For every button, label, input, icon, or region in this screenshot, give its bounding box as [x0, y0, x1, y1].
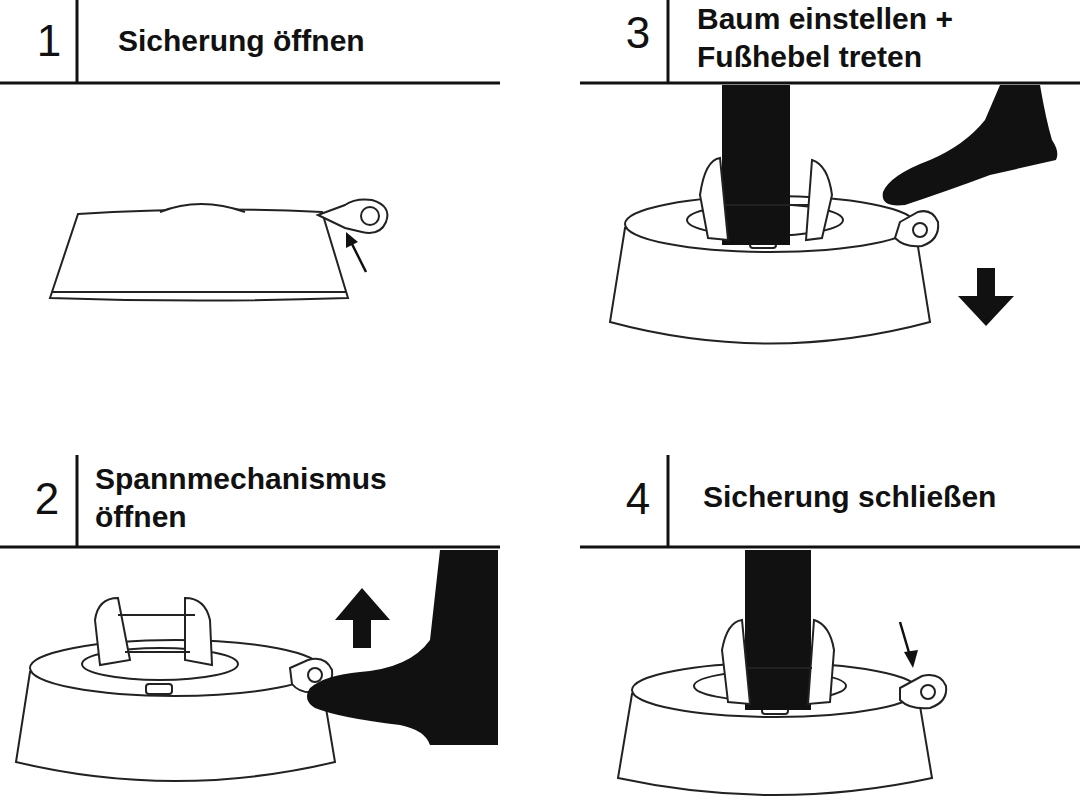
boot: [883, 85, 1058, 205]
step-title: Spannmechanismus öffnen: [95, 460, 465, 536]
step-title: Sicherung schließen: [703, 478, 1073, 516]
stand-closed: [50, 200, 387, 301]
step-number: 4: [610, 474, 666, 524]
arrow: [346, 232, 366, 272]
tree-trunk: [745, 550, 811, 710]
arrow-down: [958, 268, 1014, 326]
clamps: [722, 620, 834, 704]
arrow: [900, 622, 918, 668]
step-number: 3: [610, 8, 666, 58]
boot: [307, 550, 498, 745]
step-title: Baum einstellen + Fußhebel treten: [697, 0, 1032, 76]
header-rules: [0, 0, 1080, 547]
arrow-up: [335, 588, 390, 648]
step-number: 2: [22, 474, 72, 524]
step-number: 1: [24, 16, 74, 66]
clamps: [700, 158, 832, 240]
tree-trunk: [722, 85, 790, 245]
stand-open: [16, 598, 335, 781]
step-title: Sicherung öffnen: [118, 22, 488, 60]
